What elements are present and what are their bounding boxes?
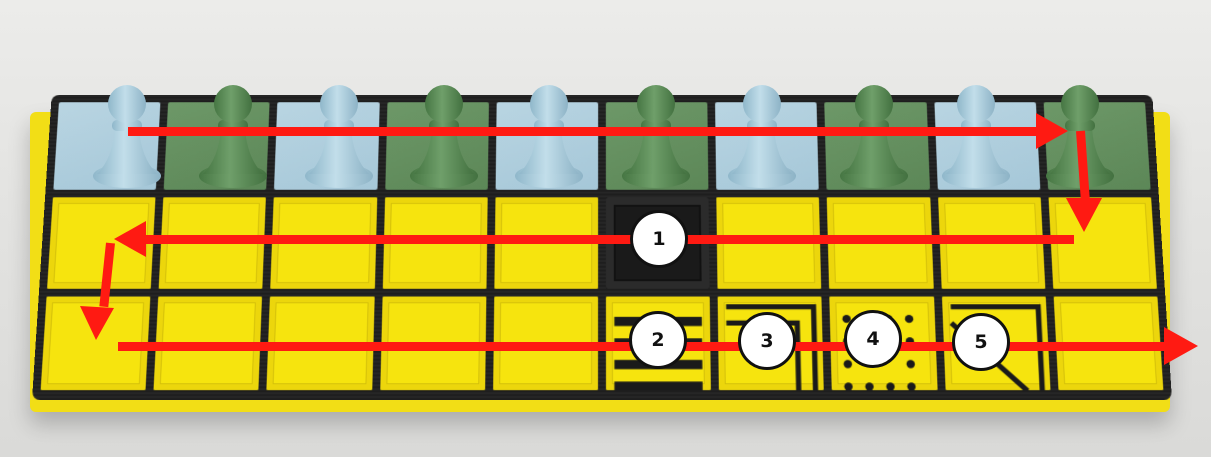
step-marker-1: 1 (630, 210, 688, 268)
board-cell-r3-c10[interactable] (1053, 296, 1164, 391)
board-cell-r2-c5[interactable] (494, 197, 599, 289)
board-cell-r2-c3[interactable] (270, 197, 377, 289)
board-cell-r3-c2[interactable] (153, 296, 263, 391)
board-cell-r2-c1[interactable] (47, 197, 156, 289)
board-cell-r1-c2[interactable] (163, 102, 270, 190)
step-marker-5: 5 (952, 313, 1010, 371)
step-marker-4: 4 (844, 310, 902, 368)
board-cell-r2-c4[interactable] (382, 197, 488, 289)
board-cell-r2-c7[interactable] (716, 197, 822, 289)
board-cell-r2-c9[interactable] (937, 197, 1046, 289)
board-cell-r1-c5[interactable] (495, 102, 599, 190)
board-cell-r3-c5[interactable] (492, 296, 599, 391)
step-marker-3: 3 (738, 312, 796, 370)
board-cell-r1-c3[interactable] (274, 102, 380, 190)
board-cell-r3-c1[interactable] (40, 296, 151, 391)
step-marker-2: 2 (629, 311, 687, 369)
board-cell-r3-c4[interactable] (379, 296, 487, 391)
board-cell-r1-c1[interactable] (53, 102, 161, 190)
board-cell-r1-c8[interactable] (824, 102, 930, 190)
board-cell-r1-c10[interactable] (1043, 102, 1151, 190)
board-cell-r2-c10[interactable] (1048, 197, 1157, 289)
board-cell-r1-c7[interactable] (715, 102, 820, 190)
board-cell-r1-c6[interactable] (605, 102, 709, 190)
board-cell-r1-c9[interactable] (934, 102, 1041, 190)
board-cell-r2-c2[interactable] (158, 197, 267, 289)
board-cell-r1-c4[interactable] (384, 102, 489, 190)
board-cell-r2-c8[interactable] (827, 197, 934, 289)
board-cell-r3-c3[interactable] (266, 296, 375, 391)
